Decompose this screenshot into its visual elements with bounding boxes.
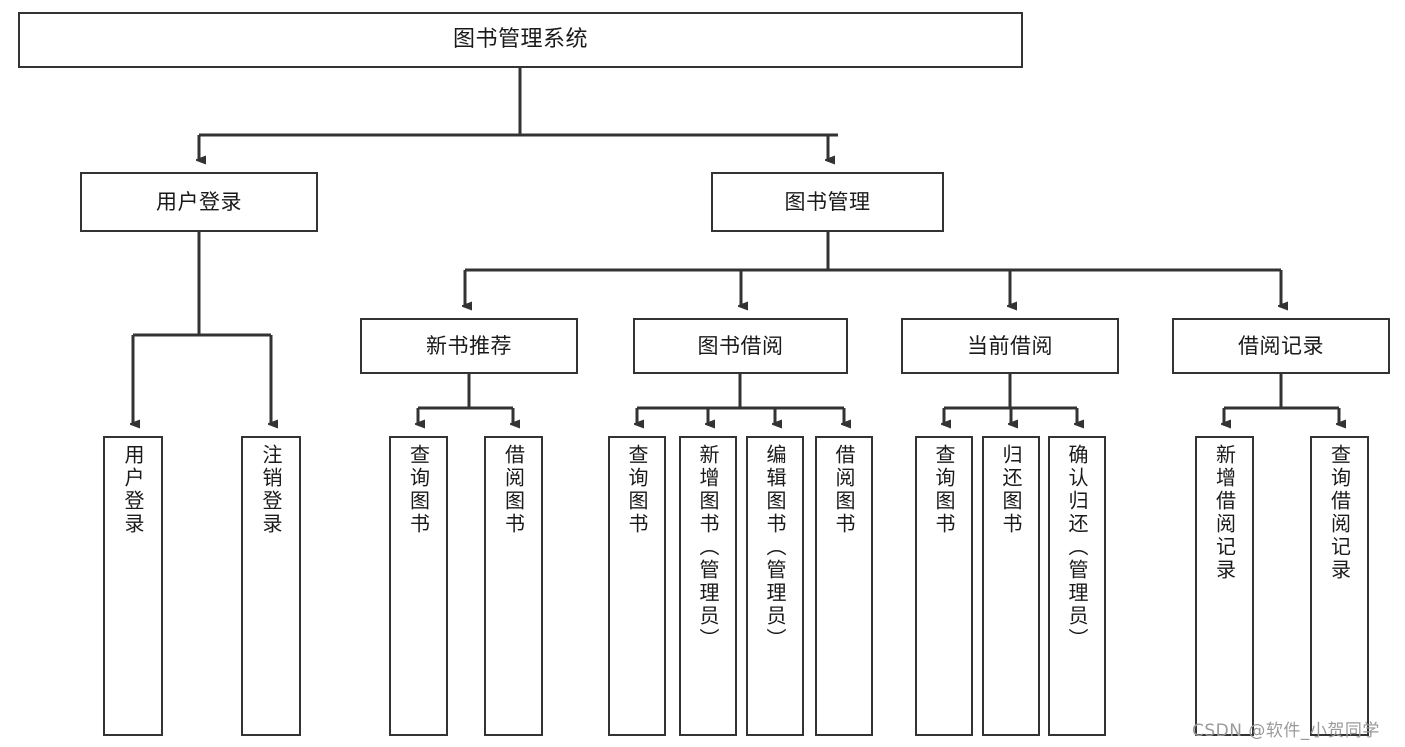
node-leaf-add-book-admin[interactable]: 新增图书（管理员） — [679, 436, 737, 736]
node-leaf-add-borrow-record-label: 新增借阅记录 — [1212, 444, 1237, 582]
node-level2-book-borrow[interactable]: 图书借阅 — [633, 318, 848, 374]
node-level2-current-borrow-label: 当前借阅 — [967, 333, 1053, 358]
node-leaf-borrow-book-newbook-label: 借阅图书 — [501, 444, 526, 536]
node-level2-borrow-records[interactable]: 借阅记录 — [1172, 318, 1390, 374]
node-leaf-user-login-label: 用户登录 — [121, 444, 145, 536]
node-level1-user-login-label: 用户登录 — [156, 189, 242, 214]
node-leaf-add-borrow-record[interactable]: 新增借阅记录 — [1195, 436, 1254, 736]
node-leaf-borrow-book-newbook[interactable]: 借阅图书 — [484, 436, 543, 736]
node-level2-new-book-recommend[interactable]: 新书推荐 — [360, 318, 578, 374]
node-leaf-borrow-book-label: 借阅图书 — [832, 444, 856, 536]
node-leaf-add-book-admin-label: 新增图书（管理员） — [696, 444, 720, 651]
node-level2-current-borrow[interactable]: 当前借阅 — [901, 318, 1119, 374]
node-leaf-confirm-return-admin-label: 确认归还（管理员） — [1065, 444, 1089, 651]
node-root-label: 图书管理系统 — [452, 27, 588, 53]
node-leaf-query-borrow-record-label: 查询借阅记录 — [1327, 444, 1352, 582]
node-level1-user-login[interactable]: 用户登录 — [80, 172, 318, 232]
node-leaf-return-book[interactable]: 归还图书 — [982, 436, 1040, 736]
node-leaf-borrow-book[interactable]: 借阅图书 — [815, 436, 873, 736]
node-leaf-query-book-borrow[interactable]: 查询图书 — [608, 436, 666, 736]
node-leaf-user-login[interactable]: 用户登录 — [103, 436, 163, 736]
node-leaf-query-borrow-record[interactable]: 查询借阅记录 — [1310, 436, 1369, 736]
node-level1-book-management[interactable]: 图书管理 — [711, 172, 944, 232]
node-leaf-query-book-current-label: 查询图书 — [932, 444, 956, 536]
node-level2-borrow-records-label: 借阅记录 — [1238, 333, 1324, 358]
node-leaf-query-book-borrow-label: 查询图书 — [625, 444, 649, 536]
node-leaf-query-book-newbook[interactable]: 查询图书 — [389, 436, 448, 736]
node-level2-new-book-recommend-label: 新书推荐 — [426, 333, 512, 358]
node-level2-book-borrow-label: 图书借阅 — [697, 333, 784, 358]
node-leaf-return-book-label: 归还图书 — [999, 444, 1023, 536]
node-leaf-edit-book-admin-label: 编辑图书（管理员） — [763, 444, 787, 651]
node-leaf-edit-book-admin[interactable]: 编辑图书（管理员） — [746, 436, 804, 736]
node-level1-book-management-label: 图书管理 — [784, 189, 871, 214]
node-leaf-confirm-return-admin[interactable]: 确认归还（管理员） — [1048, 436, 1106, 736]
node-root[interactable]: 图书管理系统 — [18, 12, 1023, 68]
node-leaf-logout[interactable]: 注销登录 — [241, 436, 301, 736]
watermark: CSDN @软件_小贺同学 — [1192, 716, 1380, 741]
node-leaf-query-book-newbook-label: 查询图书 — [406, 444, 431, 536]
watermark-text: CSDN @软件_小贺同学 — [1192, 721, 1380, 741]
node-leaf-logout-label: 注销登录 — [259, 444, 283, 536]
node-leaf-query-book-current[interactable]: 查询图书 — [915, 436, 973, 736]
